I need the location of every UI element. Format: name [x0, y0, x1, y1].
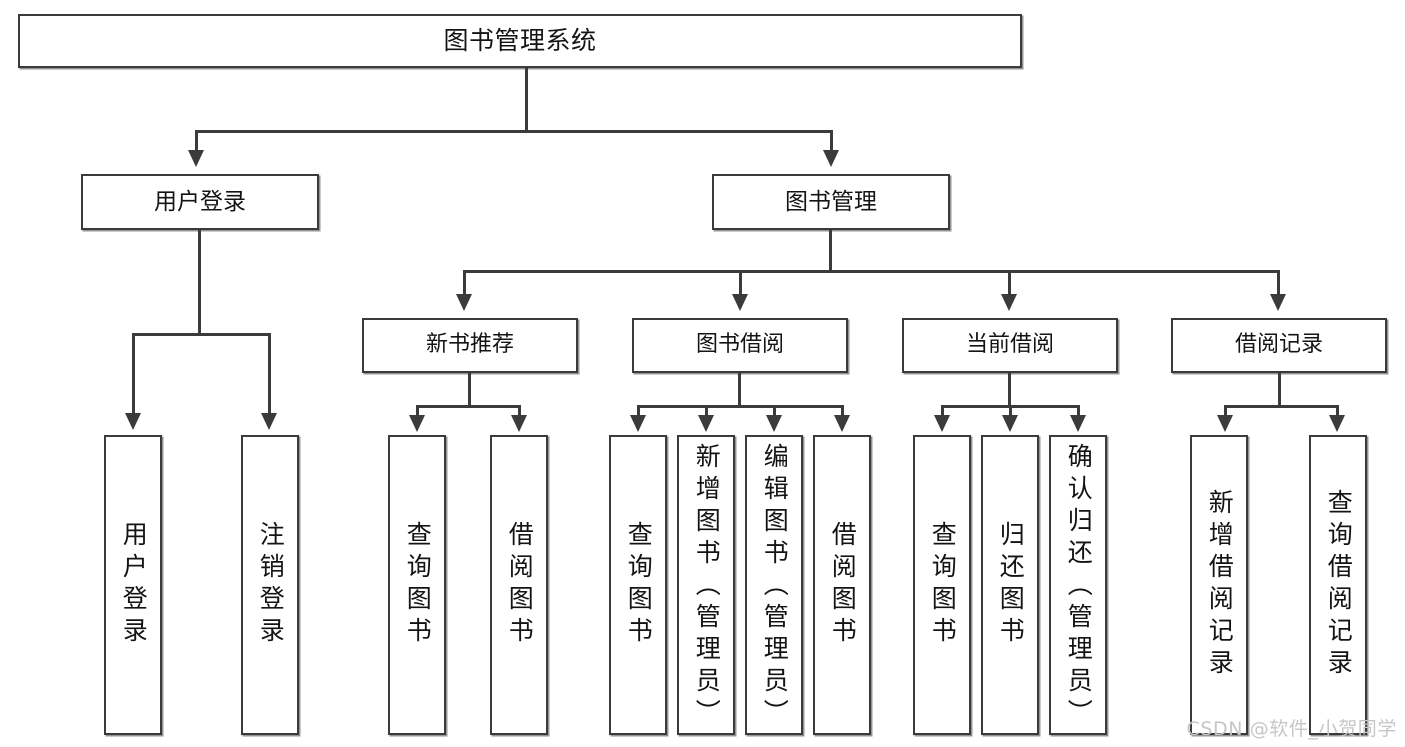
- node-label: 借阅图书: [828, 521, 858, 649]
- leaf-return-book[interactable]: 归还图书: [981, 435, 1039, 735]
- node-label: 确认归还（管理员）: [1064, 443, 1094, 731]
- node-new-book-recommend[interactable]: 新书推荐: [362, 318, 578, 373]
- connector-root-to-tier1-right: [830, 130, 833, 152]
- connector-current-borrow-branch-1: [941, 405, 944, 417]
- node-label: 当前借阅: [965, 332, 1054, 358]
- connector-user-login-branch-1: [132, 333, 135, 415]
- connector-root-to-tier1-left: [195, 130, 198, 152]
- connector-user-login-bus: [132, 333, 268, 336]
- node-book-borrow[interactable]: 图书借阅: [632, 318, 848, 373]
- leaf-borrow-book[interactable]: 借阅图书: [813, 435, 871, 735]
- arrowhead-leaf-query-book-1: [409, 415, 425, 432]
- connector-new-book-stem: [468, 373, 471, 407]
- connector-book-manage-stem: [829, 230, 832, 272]
- leaf-query-book-borrow[interactable]: 查询图书: [609, 435, 667, 735]
- csdn-watermark: CSDN @软件_小贺同学: [1186, 718, 1397, 740]
- connector-new-book-branch-2: [518, 405, 521, 417]
- leaf-borrow-book-recommend[interactable]: 借阅图书: [490, 435, 548, 735]
- node-label: 图书管理系统: [443, 25, 597, 55]
- node-label: 归还图书: [996, 521, 1026, 649]
- connector-current-borrow-branch-3: [1077, 405, 1080, 417]
- arrowhead-tier2-borrow-record: [1270, 294, 1286, 311]
- connector-tier2-branch-1: [463, 270, 466, 296]
- leaf-query-borrow-record[interactable]: 查询借阅记录: [1309, 435, 1367, 735]
- connector-root-bus: [195, 130, 833, 133]
- node-label: 借阅图书: [505, 521, 535, 649]
- leaf-user-login[interactable]: 用户登录: [104, 435, 162, 735]
- node-current-borrow[interactable]: 当前借阅: [902, 318, 1118, 373]
- node-label: 新书推荐: [425, 332, 514, 358]
- connector-book-borrow-bus: [637, 405, 843, 408]
- arrowhead-leaf-borrow-book-1: [511, 415, 527, 432]
- connector-user-login-branch-2: [268, 333, 271, 415]
- arrowhead-leaf-return-book: [1002, 415, 1018, 432]
- connector-new-book-bus: [416, 405, 521, 408]
- connector-current-borrow-branch-2: [1009, 405, 1012, 417]
- arrowhead-leaf-logout: [261, 413, 277, 430]
- arrowhead-leaf-confirm-return: [1070, 415, 1086, 432]
- connector-new-book-branch-1: [416, 405, 419, 417]
- node-label: 查询图书: [403, 521, 433, 649]
- connector-root-stem: [525, 68, 528, 132]
- node-label: 编辑图书（管理员）: [760, 443, 790, 731]
- leaf-edit-book-admin[interactable]: 编辑图书（管理员）: [745, 435, 803, 735]
- leaf-confirm-return-admin[interactable]: 确认归还（管理员）: [1049, 435, 1107, 735]
- connector-book-borrow-stem: [738, 373, 741, 407]
- node-label: 查询图书: [624, 521, 654, 649]
- node-label: 用户登录: [154, 188, 246, 215]
- connector-tier2-branch-4: [1277, 270, 1280, 296]
- connector-book-borrow-branch-1: [637, 405, 640, 417]
- node-label: 借阅记录: [1234, 332, 1323, 358]
- node-label: 用户登录: [119, 521, 149, 649]
- node-label: 查询借阅记录: [1324, 489, 1354, 681]
- connector-tier2-branch-3: [1008, 270, 1011, 296]
- arrowhead-tier2-current-borrow: [1001, 294, 1017, 311]
- leaf-add-borrow-record[interactable]: 新增借阅记录: [1190, 435, 1248, 735]
- node-label: 新增图书（管理员）: [692, 443, 722, 731]
- node-borrow-record[interactable]: 借阅记录: [1171, 318, 1387, 373]
- arrowhead-leaf-query-book-3: [934, 415, 950, 432]
- arrowhead-leaf-borrow-book-2: [834, 415, 850, 432]
- leaf-query-book-current[interactable]: 查询图书: [913, 435, 971, 735]
- arrowhead-leaf-add-book: [698, 415, 714, 432]
- arrowhead-leaf-query-record: [1329, 415, 1345, 432]
- arrowhead-leaf-edit-book: [766, 415, 782, 432]
- connector-borrow-record-branch-1: [1224, 405, 1227, 417]
- connector-book-borrow-branch-3: [773, 405, 776, 417]
- arrowhead-leaf-add-record: [1217, 415, 1233, 432]
- connector-book-manage-bus: [463, 270, 1280, 273]
- arrowhead-tier1-book-manage: [823, 150, 839, 167]
- node-label: 新增借阅记录: [1205, 489, 1235, 681]
- arrowhead-leaf-query-book-2: [630, 415, 646, 432]
- node-book-manage[interactable]: 图书管理: [712, 174, 950, 230]
- connector-borrow-record-branch-2: [1336, 405, 1339, 417]
- node-label: 注销登录: [256, 521, 286, 649]
- arrowhead-tier2-new-book: [456, 294, 472, 311]
- leaf-query-book-recommend[interactable]: 查询图书: [388, 435, 446, 735]
- connector-borrow-record-stem: [1278, 373, 1281, 407]
- node-label: 图书管理: [785, 188, 877, 215]
- arrowhead-tier2-book-borrow: [732, 294, 748, 311]
- connector-borrow-record-bus: [1224, 405, 1338, 408]
- connector-current-borrow-stem: [1008, 373, 1011, 407]
- connector-tier2-branch-2: [739, 270, 742, 296]
- arrowhead-leaf-user-login: [125, 413, 141, 430]
- leaf-logout[interactable]: 注销登录: [241, 435, 299, 735]
- node-root-system[interactable]: 图书管理系统: [18, 14, 1022, 68]
- connector-book-borrow-branch-4: [841, 405, 844, 417]
- connector-book-borrow-branch-2: [705, 405, 708, 417]
- node-user-login[interactable]: 用户登录: [81, 174, 319, 230]
- arrowhead-tier1-user-login: [188, 150, 204, 167]
- leaf-add-book-admin[interactable]: 新增图书（管理员）: [677, 435, 735, 735]
- node-label: 查询图书: [928, 521, 958, 649]
- node-label: 图书借阅: [695, 332, 784, 358]
- connector-user-login-stem: [198, 230, 201, 335]
